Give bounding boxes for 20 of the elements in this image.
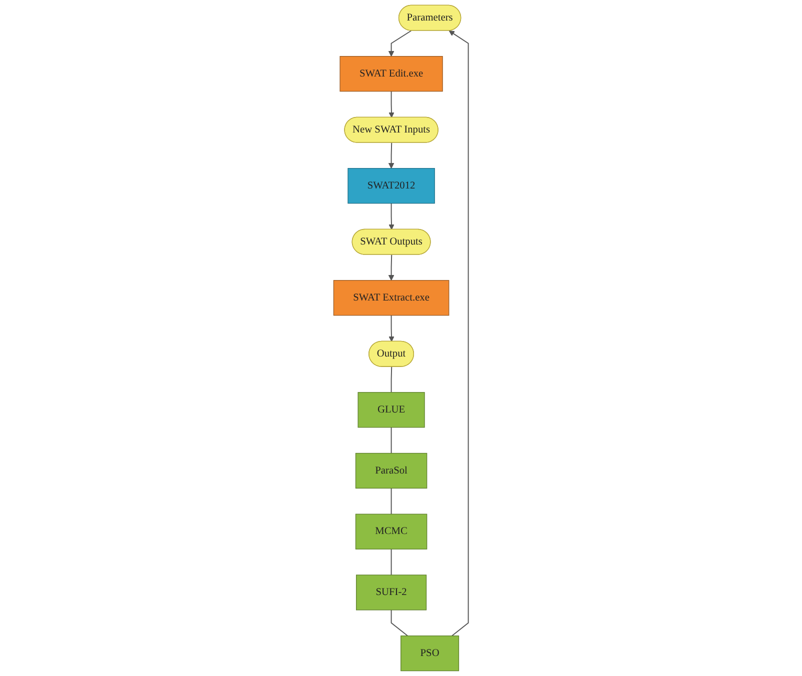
arrow [388, 254, 394, 281]
node-box: SWAT Extract.exe [333, 280, 450, 316]
arrow [388, 142, 394, 169]
connector [390, 609, 408, 636]
connector [390, 548, 392, 576]
connector [390, 426, 392, 454]
node-box: SWAT Edit.exe [340, 56, 443, 92]
node-box: ParaSol [355, 452, 428, 489]
arrow [388, 314, 394, 342]
node-box: SWAT2012 [348, 168, 435, 204]
connector [390, 366, 392, 393]
node-box: MCMC [355, 514, 428, 550]
arrow [388, 202, 394, 230]
arrow [388, 90, 394, 118]
connector [390, 488, 392, 515]
node-box: SUFI-2 [356, 574, 427, 610]
arrow [388, 30, 412, 57]
arrow [448, 30, 469, 636]
node-box: GLUE [358, 392, 425, 428]
node-box: PSO [400, 636, 460, 672]
